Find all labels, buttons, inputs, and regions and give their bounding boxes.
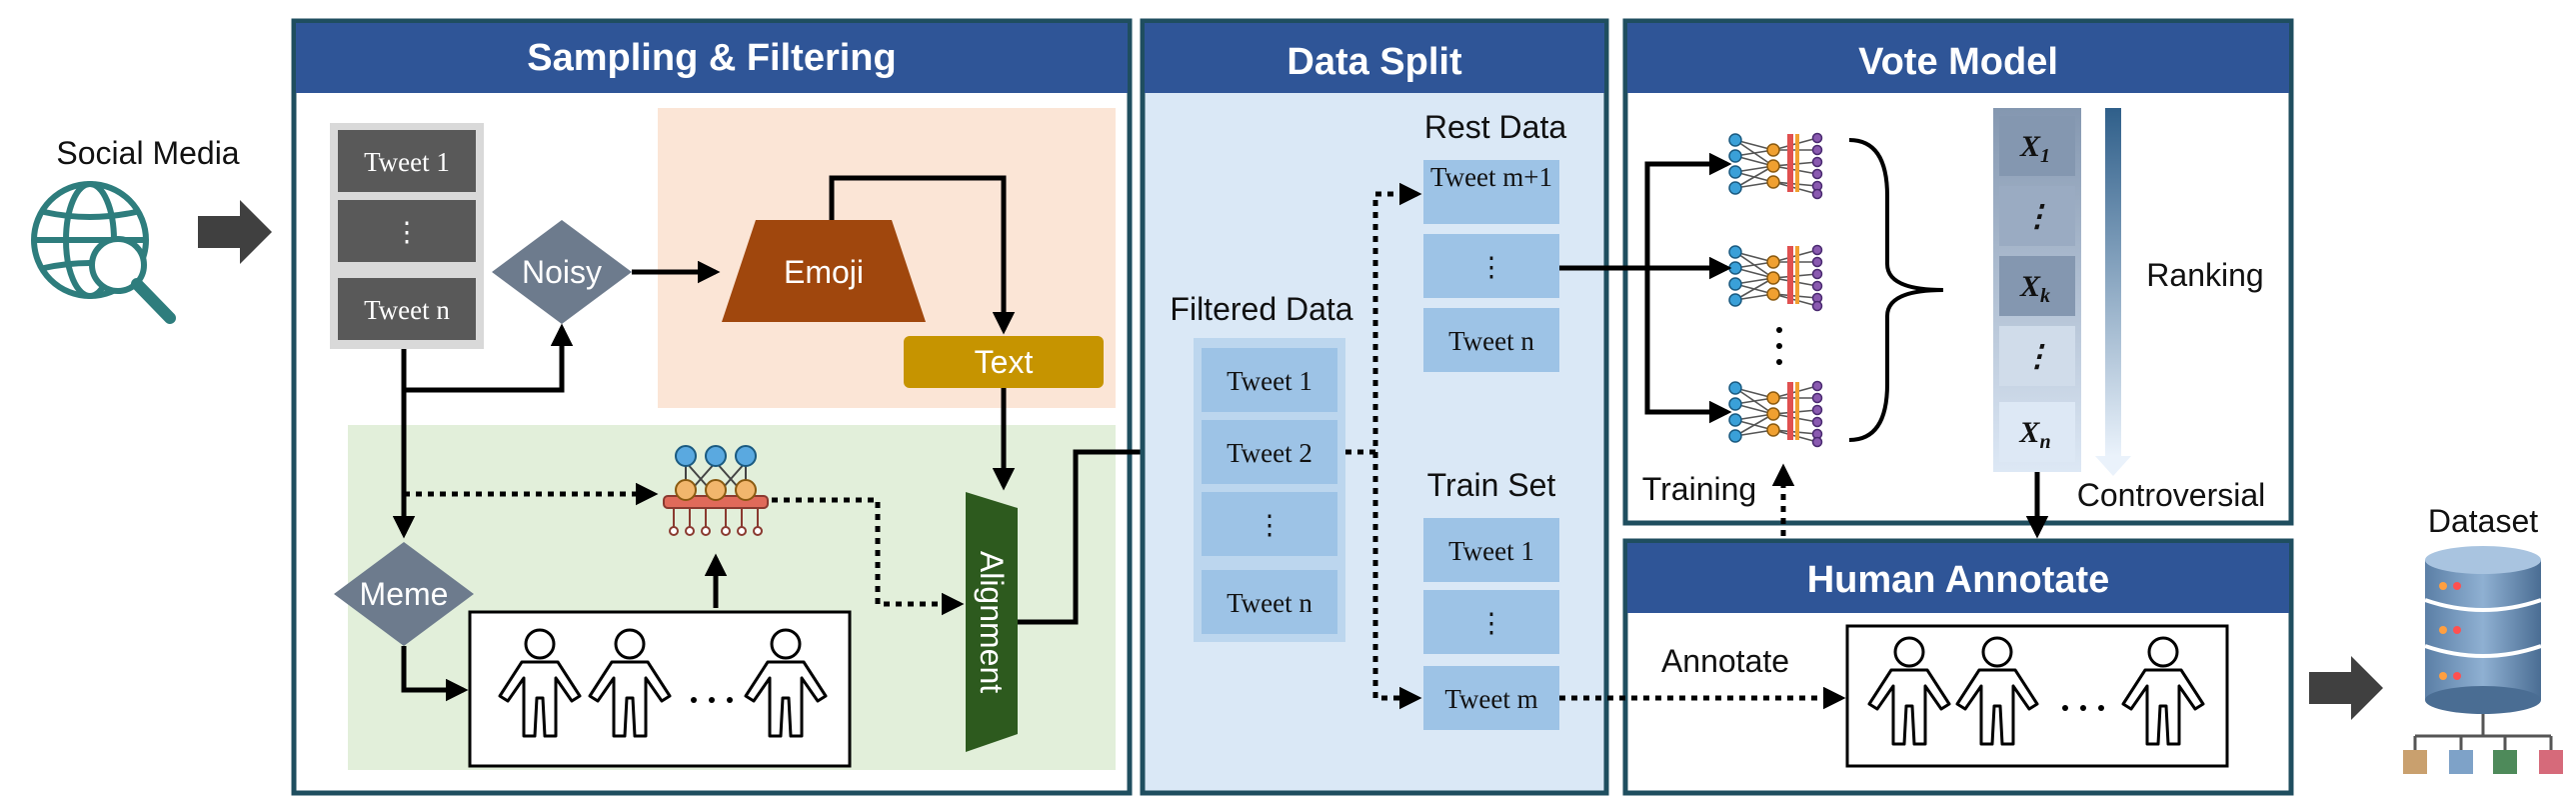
filtered-tweet-label: Tweet 2 (1227, 438, 1312, 468)
ranked-item-label: Xn (2018, 416, 2050, 453)
ranked-item-label: Xk (2019, 270, 2050, 307)
vote-flow-arrows (1559, 152, 1732, 424)
train-tweet-item (1423, 590, 1559, 654)
rest-tweet-label: Tweet n (1448, 326, 1534, 356)
train-tweet-item (1423, 666, 1559, 730)
ranked-item (1999, 402, 2075, 462)
rest-data-label: Rest Data (1424, 109, 1566, 145)
annotate-label: Annotate (1661, 643, 1789, 679)
filtered-tweet-stack: Tweet 1 Tweet 2 ⋮ Tweet n (1194, 338, 1345, 642)
ensemble-brace (1848, 138, 1944, 442)
split-dotted-arrows (1345, 182, 1422, 710)
text-label: Text (975, 344, 1034, 380)
training-label: Training (1642, 471, 1756, 507)
text-block: Text (904, 336, 1104, 388)
multimodal-model-icon (663, 445, 769, 536)
raw-tweet-item (338, 200, 476, 262)
raw-tweet-label: ⋮ (394, 217, 421, 247)
rest-tweet-label: Tweet m+1 (1429, 162, 1553, 192)
raw-tweet-item (338, 278, 476, 340)
raw-tweet-item (338, 130, 476, 192)
ranking-gradient-arrow (2095, 108, 2131, 476)
ranked-item (1999, 256, 2075, 316)
train-tweet-stack: Tweet 1 ⋮ Tweet m (1423, 518, 1559, 730)
train-tweet-label: Tweet 1 (1448, 536, 1534, 566)
ranked-item (1999, 326, 2075, 386)
filtered-tweet-label: Tweet n (1227, 588, 1312, 618)
ellipsis-dots (691, 697, 733, 703)
sampling-dotted-arrows (404, 482, 965, 616)
ranked-item-label: ⋮ (2022, 340, 2052, 373)
train-tweet-item (1423, 518, 1559, 582)
ranked-item (1999, 116, 2075, 176)
ranked-item-label: ⋮ (2022, 200, 2052, 233)
filtered-tweet-item (1202, 348, 1337, 412)
emoji-label: Emoji (784, 254, 864, 290)
alignment-label: Alignment (974, 551, 1010, 693)
sampling-filtering-title: Sampling & Filtering (527, 37, 896, 79)
train-tweet-label: ⋮ (1478, 608, 1505, 638)
raw-tweet-label: Tweet n (364, 295, 450, 325)
train-tweet-label: Tweet m (1444, 684, 1537, 714)
alignment-block: Alignment (966, 492, 1018, 752)
rest-tweet-label: ⋮ (1478, 252, 1505, 282)
raw-tweet-label: Tweet 1 (364, 147, 450, 177)
meme-filter: Meme (334, 542, 474, 646)
rest-tweet-stack: Tweet m+1 ⋮ Tweet n (1423, 160, 1559, 372)
right-arrow-icon (2309, 656, 2383, 720)
ranked-item-label: X1 (2019, 130, 2050, 167)
filtered-tweet-item (1202, 492, 1337, 556)
social-media-label: Social Media (56, 135, 239, 171)
rest-tweet-item (1423, 234, 1559, 298)
noisy-filter: Noisy (492, 220, 632, 324)
raw-tweet-stack: Tweet 1 ⋮ Tweet n (330, 123, 484, 349)
right-arrow-icon (198, 200, 272, 264)
ellipsis-vertical-dots (1776, 327, 1782, 365)
rest-tweet-item (1423, 308, 1559, 372)
meme-label: Meme (360, 576, 449, 612)
sampling-flow-arrows (392, 175, 1193, 702)
human-annotate-title: Human Annotate (1807, 559, 2110, 601)
dataset-label: Dataset (2428, 503, 2538, 539)
train-set-label: Train Set (1427, 467, 1556, 503)
rest-tweet-item (1423, 160, 1559, 224)
filtered-data-label: Filtered Data (1170, 291, 1352, 327)
controversial-label: Controversial (2077, 477, 2266, 513)
ranking-label: Ranking (2146, 257, 2263, 293)
ranked-item (1999, 186, 2075, 246)
ellipsis-dots (2062, 705, 2104, 711)
annotator-group-right (1845, 624, 2229, 768)
globe-search-icon (31, 181, 176, 324)
filtered-tweet-item (1202, 570, 1337, 634)
vote-model-title: Vote Model (1858, 41, 2058, 83)
data-split-title: Data Split (1287, 41, 1462, 83)
filtered-tweet-item (1202, 420, 1337, 484)
noisy-label: Noisy (522, 254, 602, 290)
annotator-group-left (468, 610, 852, 768)
ranked-list: X1 ⋮ Xk ⋮ Xn (1993, 108, 2081, 472)
filtered-tweet-label: Tweet 1 (1227, 366, 1312, 396)
filtered-tweet-label: ⋮ (1257, 510, 1284, 540)
database-icon (2403, 546, 2563, 774)
emoji-block: Emoji (722, 220, 926, 322)
